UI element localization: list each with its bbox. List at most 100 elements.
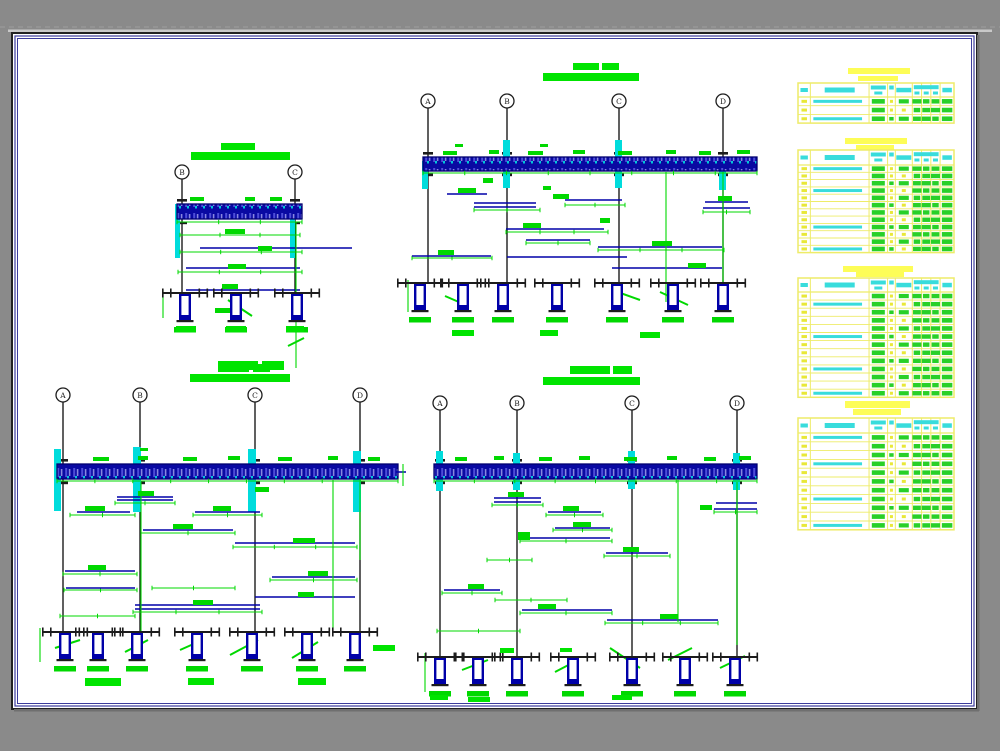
value-block (931, 514, 940, 519)
value-block (898, 224, 909, 230)
value-block (898, 523, 909, 528)
footing-tick (700, 278, 702, 288)
dimension-label-block (700, 505, 712, 510)
value-block (930, 173, 941, 179)
value-block (921, 181, 931, 186)
footing-tick (376, 627, 379, 637)
value-block (912, 435, 922, 440)
value-dot (901, 497, 906, 501)
dimension-tick-block (573, 150, 585, 154)
value-block (941, 232, 953, 237)
footing-top-bar (274, 292, 320, 294)
value-dot (889, 444, 893, 448)
value-block (898, 342, 909, 347)
value-block (871, 374, 885, 380)
value-block (889, 181, 894, 186)
footing-detail (75, 627, 122, 672)
value-block (871, 232, 885, 237)
footing-tick (491, 652, 494, 662)
footing-tick (150, 627, 153, 637)
header-subcell-block (932, 158, 938, 162)
footing-tick (440, 278, 442, 288)
footing-tick (83, 627, 85, 637)
header-cell-block (889, 152, 894, 157)
footing-base (548, 310, 566, 313)
footing-column-core (293, 296, 301, 315)
header-cell-block (942, 423, 952, 428)
column-cap (290, 199, 300, 202)
footing-tick (425, 652, 427, 662)
description-text-block (813, 435, 863, 439)
value-block (913, 496, 921, 502)
value-block (932, 116, 939, 121)
footing-tick (653, 652, 656, 662)
drawing-title-block (190, 374, 290, 382)
value-block (913, 444, 921, 449)
row-number-block (801, 225, 807, 229)
column-cap (718, 152, 728, 155)
value-block (898, 470, 909, 475)
value-block (930, 496, 941, 502)
header-cell-block (889, 280, 894, 285)
value-block (931, 391, 940, 396)
value-block (941, 224, 953, 230)
column-cap (58, 481, 68, 485)
value-block (941, 326, 953, 331)
value-block (898, 116, 909, 121)
footing-detail (274, 288, 321, 333)
row-number-block (801, 247, 807, 251)
dimension-label-block (600, 218, 610, 223)
footing-label-block (452, 317, 474, 323)
value-block (932, 181, 939, 186)
footing-column-core (193, 635, 201, 654)
value-block (922, 166, 930, 171)
table-schedule-1 (797, 68, 955, 124)
value-block (871, 514, 885, 519)
grid-bubble-label: C (252, 391, 258, 400)
footing-tick (274, 288, 276, 298)
description-text-block (813, 497, 863, 501)
footing-tick (694, 278, 697, 288)
footing-base (494, 310, 512, 313)
dimension-label-block (222, 284, 238, 289)
footing-base (188, 659, 206, 662)
value-dot (901, 189, 906, 193)
dimension-label-block (258, 246, 272, 251)
value-block (871, 202, 885, 208)
grid-bubble-label: B (179, 168, 185, 177)
value-block (898, 374, 909, 380)
value-block (889, 225, 894, 229)
value-block (930, 301, 941, 307)
header-cell-block (889, 85, 894, 90)
description-text-block (813, 302, 863, 306)
header-subcell-block (874, 426, 883, 430)
value-block (913, 382, 921, 388)
dimension-tick-block (245, 197, 255, 201)
dimension-label-block (85, 506, 105, 511)
value-block (889, 310, 894, 315)
annotation-block (85, 678, 121, 686)
footing-tick (417, 652, 419, 662)
footing-tick (630, 278, 633, 288)
description-text-block (813, 225, 863, 229)
footing-detail (480, 278, 527, 323)
value-dot (901, 383, 906, 387)
grid-bubble-label: A (59, 391, 66, 400)
header-merged-block (913, 85, 939, 90)
dimension-tick-block (540, 144, 548, 147)
value-dot (901, 108, 906, 112)
value-dot (889, 232, 893, 236)
grid-bubble-label: B (137, 391, 143, 400)
value-block (932, 358, 939, 364)
value-block (913, 334, 921, 339)
value-block (912, 514, 922, 519)
value-block (898, 239, 909, 244)
footing-tick (720, 652, 722, 662)
dimension-tick-block (539, 457, 552, 461)
dimension-tick-block (667, 456, 677, 460)
footing-detail (550, 652, 597, 697)
header-cell-block (942, 87, 952, 93)
value-block (932, 310, 939, 315)
value-block (922, 342, 930, 347)
value-block (913, 224, 921, 230)
